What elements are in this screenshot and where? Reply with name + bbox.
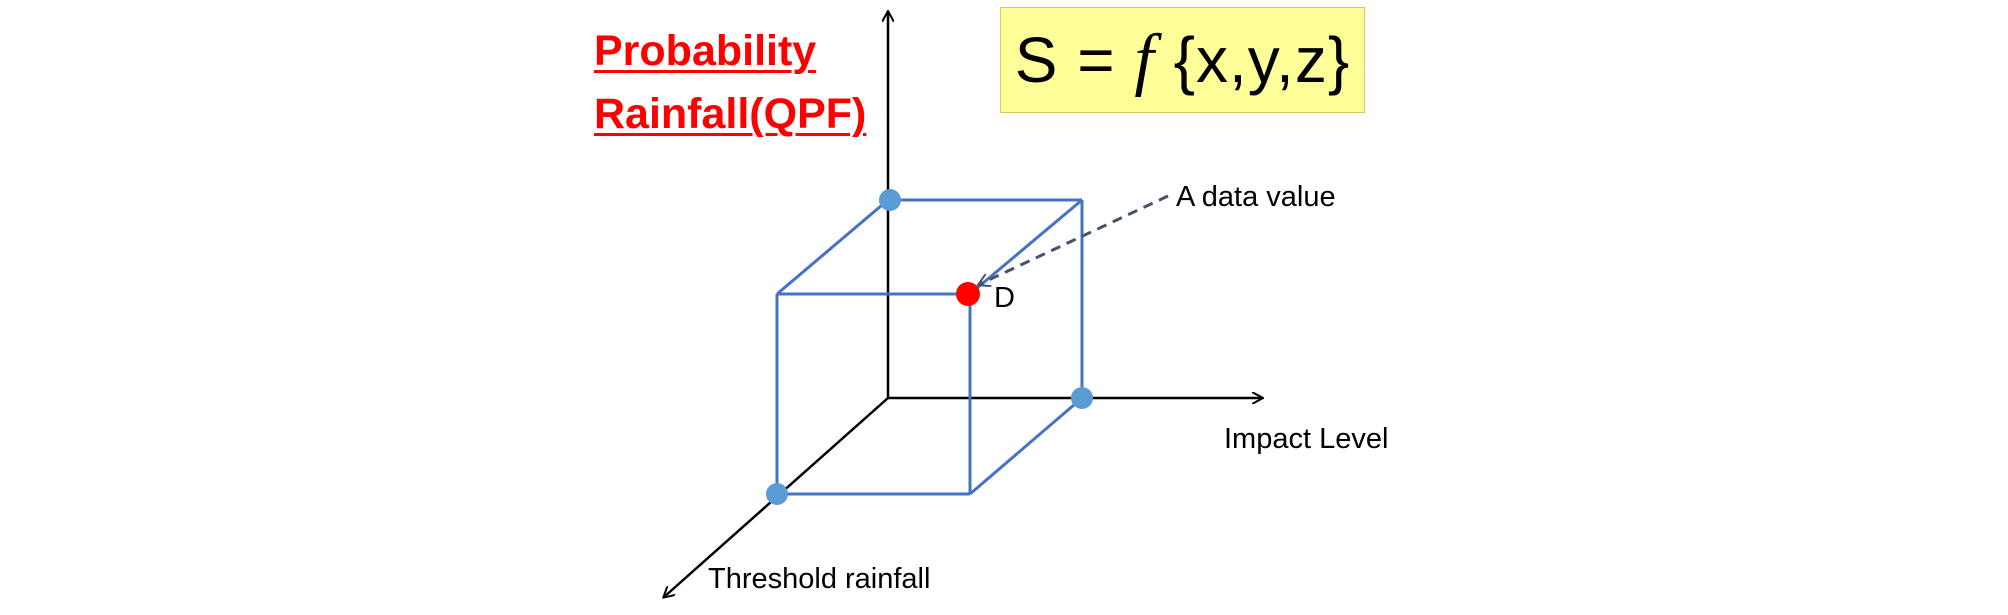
axis-point-x <box>1071 387 1093 409</box>
cube-edge-top-left <box>776 198 889 296</box>
annotation-label: A data value <box>1176 181 1336 213</box>
cube-wireframe <box>775 198 1084 496</box>
data-point-label: D <box>994 282 1015 314</box>
axis-point-y <box>879 189 901 211</box>
formula-args: {x,y,z} <box>1154 24 1351 96</box>
title-line-1: Probability <box>594 27 817 75</box>
formula: S = f {x,y,z} <box>1015 20 1350 100</box>
title-line-2: Rainfall(QPF) <box>594 90 867 138</box>
formula-box: S = f {x,y,z} <box>1000 7 1365 113</box>
formula-function: f <box>1134 21 1155 98</box>
cube-edge-top-right <box>969 198 1083 296</box>
formula-lhs: S = <box>1014 24 1135 96</box>
annotation-arrow <box>978 194 1169 285</box>
cube-edge-bottom-right <box>969 396 1083 496</box>
x-axis-label: Impact Level <box>1224 423 1389 455</box>
z-axis-label: Threshold rainfall <box>708 563 931 595</box>
axis-point-z <box>766 483 788 505</box>
data-point-d <box>956 282 980 306</box>
